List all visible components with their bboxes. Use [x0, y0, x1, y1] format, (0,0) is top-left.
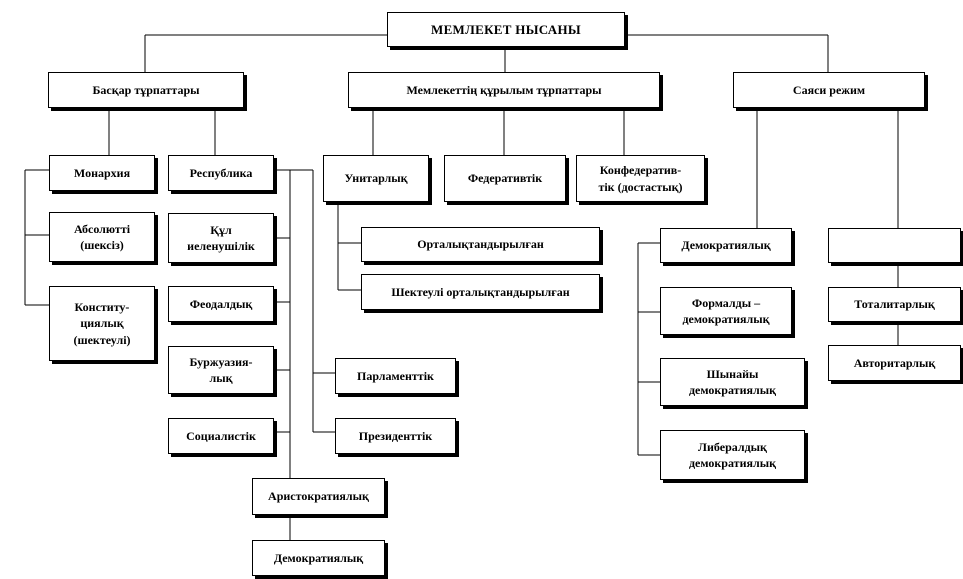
node-centralized: Орталықтандырылған	[361, 227, 600, 262]
node-absolute-monarchy: Абсолютті (шексіз)	[49, 212, 155, 262]
node-limited-centralized: Шектеулі орталықтандырылған	[361, 274, 600, 310]
node-bourgeois: Буржуазия- лық	[168, 346, 274, 394]
node-label: Либералдық демократиялық	[688, 439, 776, 470]
node-liberal-democratic: Либералдық демократиялық	[660, 430, 805, 480]
node-sayasi-rejim: Саяси режим	[733, 72, 925, 108]
node-basqaru-turpattary: Басқар тұрпаттары	[48, 72, 244, 108]
node-democratic-republic: Демократиялық	[252, 540, 385, 576]
node-totalitarian: Тоталитарлық	[828, 287, 961, 322]
node-memlekettin-qurylym: Мемлекеттің құрылым тұрпаттары	[348, 72, 660, 108]
node-confederative: Конфедератив- тік (достастық)	[576, 155, 705, 202]
node-republic: Республика	[168, 155, 274, 191]
node-antidemocratic-empty	[828, 228, 961, 263]
node-monarchy: Монархия	[49, 155, 155, 191]
node-socialist: Социалистік	[168, 418, 274, 454]
node-real-democratic: Шынайы демократиялық	[660, 358, 805, 406]
node-label: Буржуазия- лық	[189, 354, 253, 385]
node-label: Конститу- циялық (шектеулі)	[73, 300, 131, 347]
node-label: Абсолютті (шексіз)	[73, 221, 131, 252]
node-slave-owning: Құл иеленушілік	[168, 213, 274, 263]
node-label: Шынайы демократиялық	[688, 366, 776, 397]
diagram-root-node: МЕМЛЕКЕТ НЫСАНЫ	[387, 12, 625, 47]
node-feudal: Феодалдық	[168, 286, 274, 322]
node-presidential: Президенттік	[335, 418, 456, 454]
node-unitary: Унитарлық	[323, 155, 429, 202]
node-aristocratic: Аристократиялық	[252, 478, 385, 515]
node-formal-democratic: Формалды – демократиялық	[660, 287, 792, 335]
node-label: Құл иеленушілік	[187, 222, 255, 253]
node-label: Формалды – демократиялық	[682, 295, 770, 326]
node-federative: Федеративтік	[444, 155, 566, 202]
node-parliamentary: Парламенттік	[335, 358, 456, 394]
node-label: Конфедератив- тік (достастық)	[598, 163, 683, 194]
node-democratic-regime: Демократиялық	[660, 228, 792, 263]
node-constitutional-monarchy: Конститу- циялық (шектеулі)	[49, 286, 155, 361]
node-authoritarian: Авторитарлық	[828, 345, 961, 381]
